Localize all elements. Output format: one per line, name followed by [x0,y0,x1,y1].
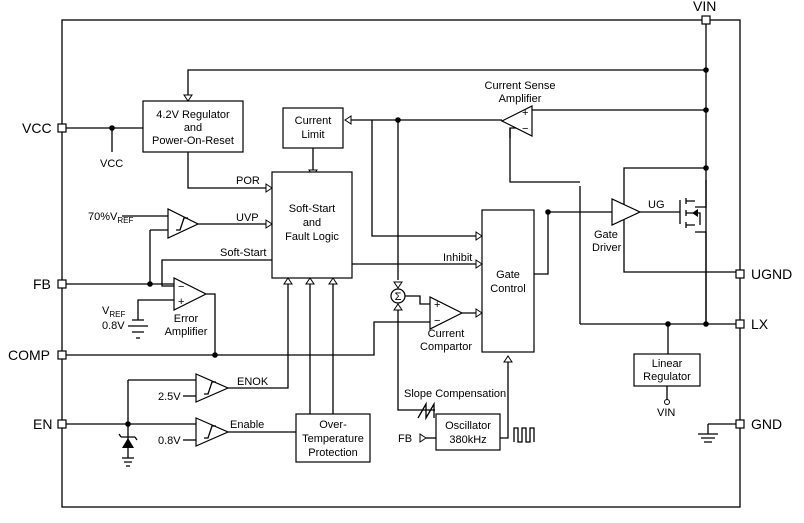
svg-text:Limit: Limit [301,129,324,141]
svg-text:COMP: COMP [8,347,50,363]
svg-text:−: − [178,281,184,293]
enable-comparator [195,417,230,447]
vref-value-label: 0.8V [102,320,125,332]
svg-text:−: − [522,123,528,135]
svg-text:EN: EN [33,416,52,432]
chip-outline [61,19,741,508]
current-comp-label-2: Compartor [420,341,472,353]
junction-dots [109,67,709,427]
enable-label: Enable [230,419,264,431]
por-label: POR [236,175,260,187]
slope-comp-label: Slope Compensation [404,388,506,400]
enable-threshold-label: 0.8V [158,435,181,447]
svg-text:+: + [434,299,440,311]
uvp-threshold-label: 70%VREF [88,211,133,225]
ug-label: UG [648,199,665,211]
svg-text:Fault Logic: Fault Logic [285,231,339,243]
wires [66,24,736,458]
pulse-train-icon [513,427,535,443]
over-temp-block: Over- Temperature Protection [295,413,371,463]
vref-source [128,319,148,339]
pin-ugnd: UGND [735,266,792,282]
svg-text:Power-On-Reset: Power-On-Reset [152,135,234,147]
pin-en: EN [33,416,67,432]
svg-text:LX: LX [751,316,769,332]
svg-text:Regulator: Regulator [643,371,691,383]
svg-text:−: − [434,315,440,327]
vcc-internal-label: VCC [100,158,123,170]
current-sense-amplifier: + − [500,105,533,137]
current-sense-label-2: Amplifier [499,93,542,105]
svg-text:Control: Control [490,283,525,295]
gate-driver-label-2: Driver [592,242,622,254]
current-comparator: + − [429,296,464,330]
oscillator-fb-label: FB [398,433,412,445]
soft-start-label: Soft-Start [220,247,266,259]
svg-text:Over-: Over- [319,419,347,431]
svg-text:+: + [522,107,528,119]
oscillator-block: Oscillator 380kHz [435,413,501,451]
uvp-label: UVP [236,212,259,224]
high-side-mosfet [679,198,701,228]
ground-symbol [698,423,736,443]
zener-diode [118,433,138,467]
gate-driver [611,198,642,226]
gate-driver-label-1: Gate [594,229,618,241]
summing-node: Σ [390,288,406,304]
error-amp-label-2: Amplifier [165,326,208,338]
svg-text:4.2V Regulator: 4.2V Regulator [156,109,230,121]
svg-text:FB: FB [33,276,51,292]
vref-label: VREF [102,305,125,319]
linreg-vin-label: VIN [657,407,675,419]
svg-text:and: and [184,122,202,134]
enok-threshold-label: 2.5V [158,391,181,403]
svg-text:Gate: Gate [496,269,520,281]
svg-text:Protection: Protection [308,447,358,459]
signal-arrows [183,94,673,443]
svg-text:+: + [178,296,184,308]
gate-control-block: Gate Control [481,209,535,353]
svg-text:Soft-Start: Soft-Start [289,203,335,215]
linear-regulator-block: Linear Regulator [633,353,701,387]
error-amplifier: − + [173,277,208,311]
enok-comparator [195,373,230,403]
svg-text:Temperature: Temperature [302,433,364,445]
pin-vin: VIN [693,0,716,25]
soft-start-logic-block: Soft-Start and Fault Logic [271,171,353,279]
pin-fb: FB [33,276,67,292]
enok-label: ENOK [237,376,269,388]
svg-text:Current: Current [295,115,332,127]
pin-vcc: VCC [22,120,67,136]
current-limit-block: Current Limit [282,107,344,149]
svg-text:and: and [303,217,321,229]
inhibit-label: Inhibit [443,252,472,264]
current-comp-label-1: Current [428,328,465,340]
svg-text:380kHz: 380kHz [449,434,486,446]
current-sense-label-1: Current Sense [485,80,556,92]
svg-text:GND: GND [751,416,782,432]
pin-comp: COMP [8,347,67,363]
svg-text:Linear: Linear [652,358,683,370]
svg-text:Σ: Σ [395,291,402,303]
pin-lx: LX [735,316,769,332]
sawtooth-icon [417,401,435,421]
regulator-block: 4.2V Regulator and Power-On-Reset [142,100,244,153]
svg-text:UGND: UGND [751,266,792,282]
svg-text:Oscillator: Oscillator [445,420,491,432]
pin-gnd: GND [735,416,782,432]
svg-text:VIN: VIN [693,0,716,14]
svg-text:VCC: VCC [22,120,52,136]
uvp-comparator [167,208,200,239]
error-amp-label-1: Error [174,313,199,325]
